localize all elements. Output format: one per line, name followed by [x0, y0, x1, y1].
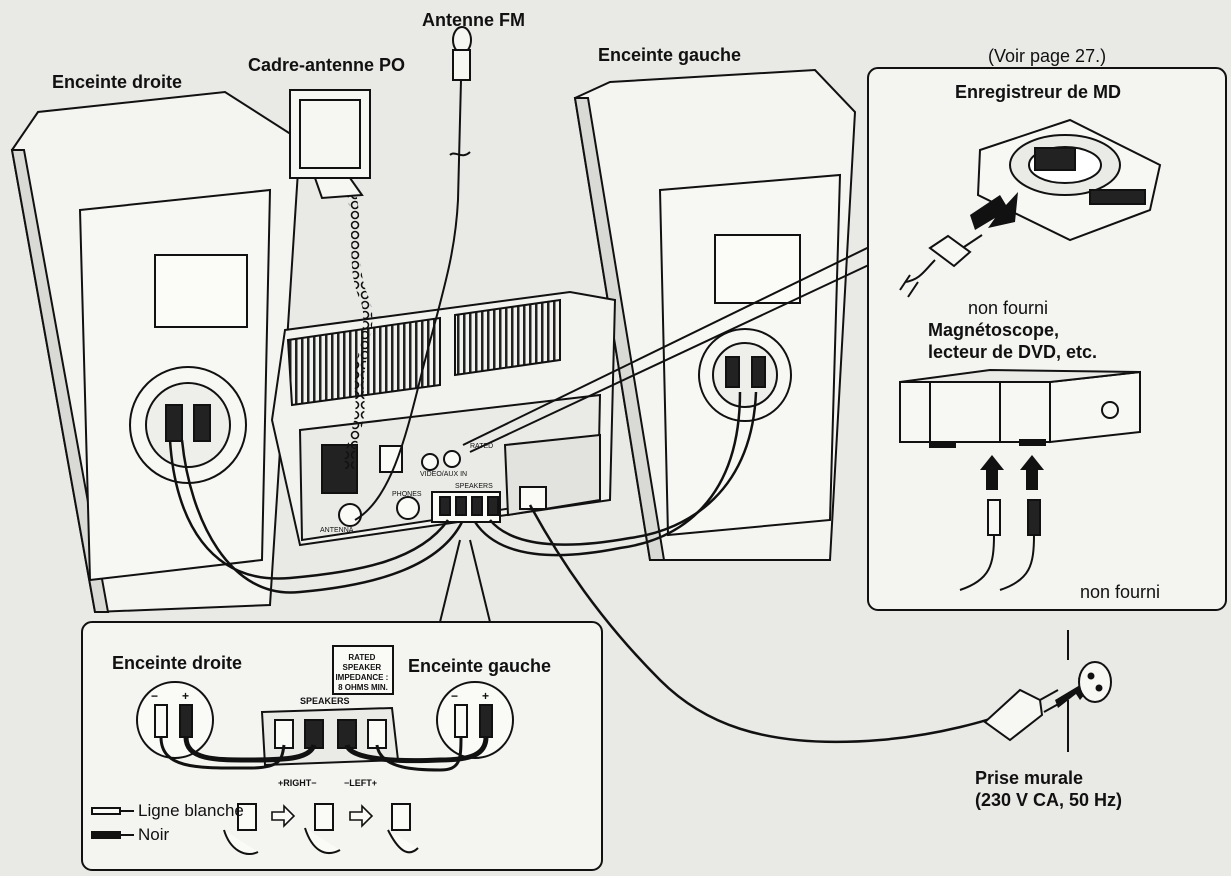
impedance-label-box — [332, 645, 394, 695]
detail-speakers-text: SPEAKERS — [300, 696, 350, 706]
detail-left-speaker-label: Enceinte gauche — [408, 656, 552, 676]
unit-speakers-text: SPEAKERS — [455, 483, 493, 490]
right-speaker-cabinet — [10, 90, 302, 614]
step-arrow-icons — [271, 804, 374, 828]
unit-phones-text: PHONES — [392, 491, 422, 498]
right-speaker-label: Enceinte droite — [52, 72, 183, 92]
am-loop-antenna-label: Cadre-antenne PO — [248, 55, 406, 75]
fm-antenna-label: Antenne FM — [422, 10, 525, 30]
detail-right-terminal-text: +RIGHT− — [278, 778, 317, 788]
legend-white-line-swatch — [91, 807, 134, 815]
wire-insertion-steps — [223, 803, 419, 855]
detail-left-terminal-text: −LEFT+ — [344, 778, 377, 788]
am-loop-antenna — [289, 89, 373, 472]
vcr-label-line1: Magnétoscope, — [928, 320, 1060, 340]
main-unit — [270, 290, 617, 547]
impedance-text: RATED SPEAKER IMPEDANCE : 8 OHMS MIN. — [335, 653, 390, 692]
vcr-label-line2: lecteur de DVD, etc. — [928, 342, 1098, 362]
power-plug — [983, 688, 1063, 742]
detail-speaker-wires — [159, 736, 489, 772]
legend-black-label: Noir — [138, 825, 170, 844]
impedance-line-1: RATED — [348, 653, 375, 662]
left-speaker-cabinet — [573, 68, 857, 561]
detail-right-plus: + — [182, 689, 189, 703]
md-not-supplied-label: non fourni — [968, 298, 1049, 318]
vcr-arrows-icon — [980, 455, 1044, 490]
impedance-line-2: SPEAKER — [343, 663, 382, 672]
detail-left-speaker-terminal — [436, 681, 514, 759]
vcr-dvd-player — [899, 368, 1141, 448]
speaker-cables — [168, 391, 1011, 744]
wall-outlet-label-line2: (230 V CA, 50 Hz) — [975, 790, 1123, 810]
unit-antenna-text: ANTENNA — [320, 527, 354, 534]
detail-right-speaker-terminal — [136, 681, 214, 759]
fm-antenna — [354, 26, 472, 521]
md-connection-line — [462, 231, 901, 446]
svg-text:− + − +: − + − + — [151, 689, 489, 703]
md-recorder — [976, 118, 1162, 242]
detail-left-minus: − — [451, 689, 458, 703]
md-recorder-label: Enregistreur de MD — [955, 82, 1122, 102]
legend-white-line-label: Ligne blanche — [138, 801, 244, 820]
see-page-note: (Voir page 27.) — [988, 46, 1107, 66]
rca-plugs — [959, 499, 1041, 591]
wall-outlet-label-line1: Prise murale — [975, 768, 1084, 788]
impedance-line-3: IMPEDANCE : — [335, 673, 388, 682]
legend-black-line-swatch — [91, 831, 134, 839]
detail-left-plus: + — [482, 689, 489, 703]
detail-right-speaker-label: Enceinte droite — [112, 653, 243, 673]
left-speaker-label: Enceinte gauche — [598, 45, 742, 65]
impedance-line-4: 8 OHMS MIN. — [338, 683, 388, 692]
wall-outlet — [1067, 630, 1112, 752]
detail-right-minus: − — [151, 689, 158, 703]
md-arrow-icon — [970, 192, 1018, 230]
unit-video-aux-text: VIDEO/AUX IN — [420, 471, 467, 478]
vcr-not-supplied-label: non fourni — [1080, 582, 1161, 602]
md-plug — [899, 234, 983, 298]
